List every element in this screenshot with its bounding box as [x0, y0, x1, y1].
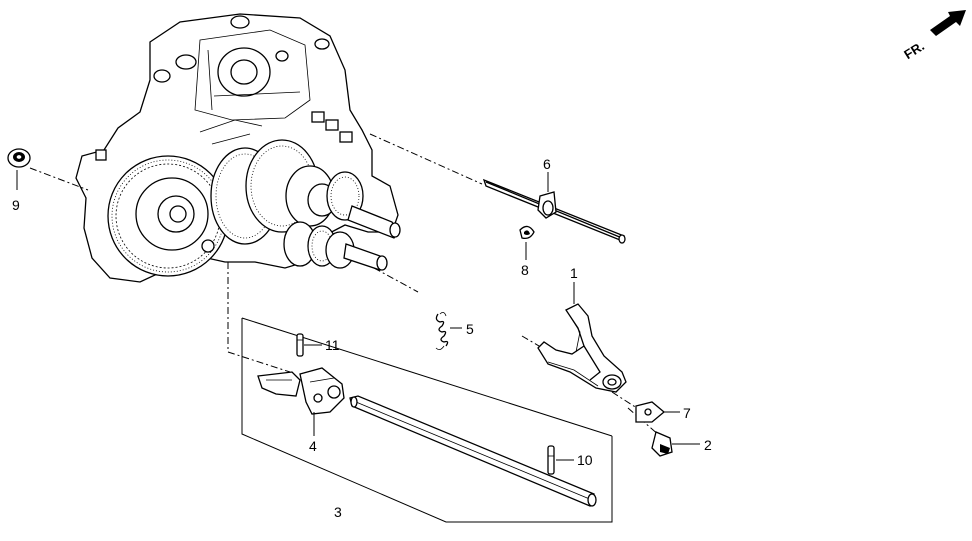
- callout-1: 1: [570, 265, 578, 281]
- part-6-shaft: [482, 172, 626, 244]
- bracket-3-top: [241, 317, 613, 437]
- arrow-icon: [930, 10, 966, 36]
- transmission-housing: [75, 13, 401, 283]
- callout-2: 2: [704, 437, 712, 453]
- part-7-lock-plate: [635, 401, 680, 423]
- part-8-clip: [519, 225, 535, 260]
- callout-7: 7: [683, 405, 691, 421]
- part-2-bolt: [651, 431, 700, 457]
- part-3-shaft: [349, 395, 597, 507]
- callout-labels: 1 2 3 4 5 6 7 8 9 10 11: [12, 156, 712, 520]
- callout-11: 11: [325, 337, 340, 353]
- bracket-3: [241, 318, 613, 523]
- part-5-spring: [435, 312, 462, 350]
- part-1-shift-fork: [537, 282, 627, 393]
- callout-3: 3: [334, 504, 342, 520]
- part-4-shift-arm: [257, 367, 345, 436]
- part-9-seal: [7, 148, 31, 190]
- callout-4: 4: [309, 438, 317, 454]
- guide-line-4: [227, 262, 291, 373]
- front-label: FR.: [901, 38, 927, 62]
- callout-8: 8: [521, 262, 529, 278]
- part-11-pin: [296, 333, 322, 357]
- guide-line-shaft-upper: [369, 133, 483, 185]
- guide-line-shaft-lower: [373, 267, 419, 293]
- guide-line-7: [611, 391, 641, 411]
- callout-9: 9: [12, 197, 20, 213]
- callout-10: 10: [577, 452, 593, 468]
- callout-5: 5: [466, 321, 474, 337]
- guide-line-9: [29, 167, 89, 191]
- part-10-pin: [547, 445, 574, 475]
- callout-6: 6: [543, 156, 551, 172]
- guide-lines: [29, 133, 661, 523]
- front-direction-indicator: FR.: [901, 10, 966, 62]
